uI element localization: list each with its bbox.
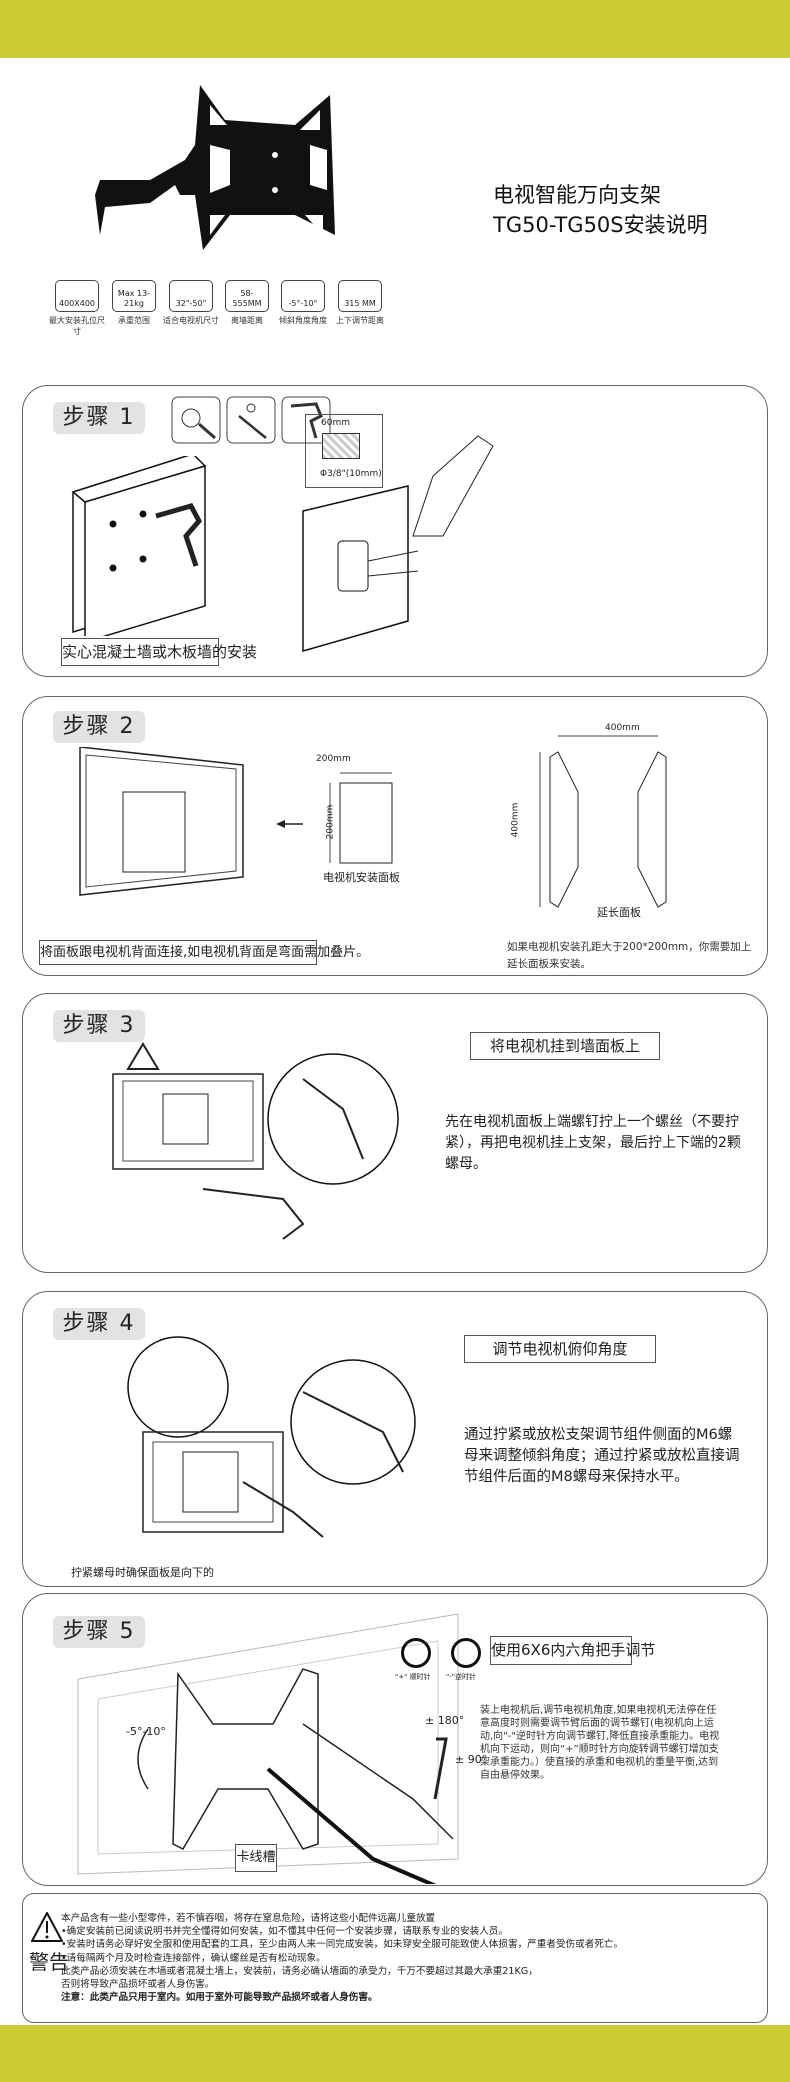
spec-label: 适合电视机尺寸 [163,316,219,325]
spec-vesa: 400X400 最大安装孔位尺寸 [46,280,108,337]
plate-width-dimension: 200mm [316,754,351,764]
plate-label: 电视机安装面板 [323,871,400,884]
warning-text: 本产品含有一些小型零件，若不慎吞咽，将存在窒息危险，请将这些小配件远离儿童放置 … [61,1912,623,2004]
tilt-range: -5°-10° [126,1725,166,1738]
step-5-text: 装上电视机后,调节电视机角度,如果电视机无法停在任意高度时则需要调节臂后面的调节… [480,1705,720,1781]
swivel-range: ± 180° [425,1714,465,1727]
step-badge: 步骤 1 [53,402,145,434]
tv-back-illustration [79,747,393,896]
hang-tv-illustration [112,1042,399,1240]
warning-line: 此类产品必须安装在木墙或者混凝土墙上，安装前，请务必确认墙面的承受力，千万不要超… [61,1965,538,1977]
step-4-text: 通过拧紧或放松支架调节组件侧面的M6螺母来调整倾斜角度；通过拧紧或放松直接调节组… [464,1427,740,1485]
warning-line: •安装时请务必穿好安全服和使用配套的工具，至少由两人来一同完成安装，如未穿安全服… [61,1939,624,1951]
step-4-heading: 调节电视机俯仰角度 [464,1335,656,1363]
diameter-dimension: Φ3/8"(10mm) [320,469,382,479]
warning-label: 警告 [29,1950,69,1974]
anchor-detail: 60mm Φ3/8"(10mm) [305,414,383,488]
rotate-range: ± 90° [455,1753,488,1766]
step-1-caption: 实心混凝土墙或木板墙的安装 [61,638,257,666]
step-badge: 步骤 3 [53,1010,145,1042]
spec-value: -5°-10° [288,299,318,308]
spec-screen: 32"-50" 适合电视机尺寸 [160,280,222,326]
clockwise-icon [401,1638,431,1668]
step-3-text: 先在电视机面板上端螺钉拧上一个螺丝（不要拧紧），再把电视机挂上支架，最后拧上下端… [445,1114,741,1172]
step-4-panel: 步骤 4 调节电视机俯仰角度 通过拧紧或放松支架调节组件侧面的M6螺母来调整倾斜… [22,1291,768,1587]
warning-line: 本产品含有一些小型零件，若不慎吞咽，将存在窒息危险，请将这些小配件远离儿童放置 [61,1913,436,1924]
spec-label: 倾斜角度角度 [279,316,327,325]
plate-height-dimension: 200mm [325,804,336,840]
extension-label: 延长面板 [597,906,641,919]
step-4-caption: 拧紧螺母时确保面板是向下的 [71,1566,214,1579]
warning-line: 注意：此类产品只用于室内。如用于室外可能导致产品损坏或者人身伤害。 [61,1992,378,2004]
counterclockwise-icon [451,1638,481,1668]
warning-line: 否则将导致产品损坏或者人身伤害。 [61,1979,215,1991]
warning-triangle-icon [31,1912,63,1942]
warning-line: •请每隔两个月及时检查连接部件，确认螺丝是否有松动现象。 [61,1952,326,1964]
cable-slot-label: 卡线槽 [235,1844,277,1872]
spec-distance: 58-555MM 离墙距离 [216,280,278,326]
extension-plates-illustration [539,735,667,908]
step-2-caption: 将面板跟电视机背面连接,如电视机背面是弯面需加叠片。 [39,940,369,965]
step-3-panel: 步骤 3 将电视机挂到墙面板上 先在电视机面板上端螺钉拧上一个螺丝（不要拧紧），… [22,993,768,1273]
warning-panel: 警告 本产品含有一些小型零件，若不慎吞咽，将存在窒息危险，请将这些小配件远离儿童… [22,1893,768,2023]
spec-label: 最大安装孔位尺寸 [49,316,105,336]
spec-label: 离墙距离 [231,316,263,325]
spec-value: 315 MM [344,299,376,308]
counterclockwise-label: "-"逆时针 [446,1673,476,1681]
weight-icon: Max 13-21kg [112,280,156,312]
screen-size-icon: 32"-50" [169,280,213,312]
clockwise-label: "+" 顺时针 [395,1673,431,1681]
step-3-heading: 将电视机挂到墙面板上 [470,1032,660,1060]
spec-value: 32"-50" [175,299,207,308]
tilt-icon: -5°-10° [281,280,325,312]
height-adjust-icon: 315 MM [338,280,382,312]
top-band [0,0,790,58]
step-badge: 步骤 2 [53,711,145,743]
product-image [95,85,335,250]
step-badge: 步骤 5 [53,1616,145,1648]
warning-icon [126,1042,160,1070]
depth-dimension: 60mm [321,418,350,428]
title-line-1: 电视智能万向支架 [493,183,661,207]
spec-weight: Max 13-21kg 承重范围 [103,280,165,326]
step-1-panel: 步骤 1 60mm Φ3/8"(10mm) 实心混凝土墙或木板墙的安装 [22,385,768,677]
wall-bracket-illustration [302,435,494,652]
spec-value: Max 13-21kg [117,289,151,308]
tool-icons [171,396,331,444]
title-line-2: TG50-TG50S安装说明 [493,213,708,237]
bottom-band [0,2025,790,2082]
vesa-holes-icon: 400X400 [55,280,99,312]
spec-value: 58-555MM [232,289,262,308]
step-5-heading: 使用6X6内六角把手调节 [490,1636,655,1665]
warning-line: •确定安装前已阅读说明书并完全懂得如何安装，如不懂其中任何一个安装步骤，请联系专… [61,1926,508,1938]
step-2-note: 如果电视机安装孔距大于200*200mm，你需要加上延长面板来安装。 [507,941,752,970]
spec-tilt: -5°-10° 倾斜角度角度 [272,280,334,326]
step-2-panel: 步骤 2 200mm 200mm 电视机安装面板 400mm 400mm 延长面… [22,696,768,976]
spec-label: 上下调节距离 [336,316,384,325]
spec-value: 400X400 [58,299,96,308]
extension-width-dimension: 400mm [605,723,640,733]
step-5-panel: 步骤 5 -5°-10° ± 180° ± 90° 卡线槽 "+" 顺时针 "-… [22,1593,768,1886]
extension-height-dimension: 400mm [510,802,521,838]
tilt-adjust-illustration [127,1336,416,1538]
spec-height: 315 MM 上下调节距离 [329,280,391,326]
arm-adjust-illustration [77,1613,459,1884]
anchor-icon [322,433,360,459]
step-badge: 步骤 4 [53,1308,145,1340]
page-title: 电视智能万向支架 TG50-TG50S安装说明 [493,180,708,240]
wall-drill-illustration [71,456,207,636]
spec-label: 承重范围 [118,316,150,325]
wall-distance-icon: 58-555MM [225,280,269,312]
